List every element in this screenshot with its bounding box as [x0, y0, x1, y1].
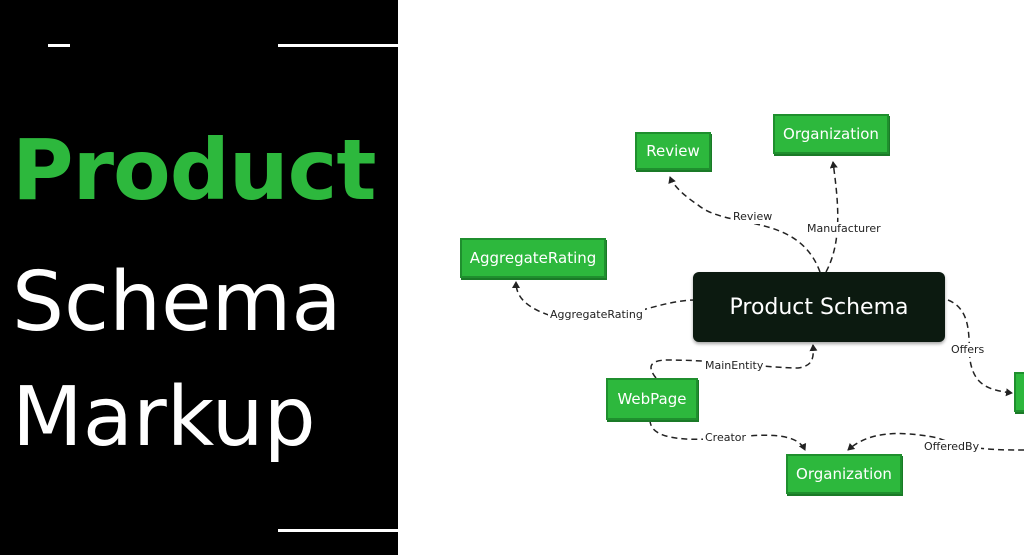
edge-label-review: Review: [731, 210, 775, 224]
edge-review: [668, 176, 821, 273]
edge-offered-by: [847, 432, 1024, 451]
edge-offers: [947, 299, 1013, 397]
edge-label-offers: Offers: [949, 343, 987, 357]
top-left-dash: [48, 44, 70, 47]
edge-label-aggregate-rating: AggregateRating: [548, 308, 645, 322]
bottom-rule: [278, 529, 398, 532]
node-webpage: WebPage: [606, 378, 698, 420]
edge-label-creator: Creator: [703, 431, 749, 445]
diagram-panel: Review Organization AggregateRating Prod…: [398, 0, 1024, 555]
edge-manufacturer: [825, 161, 839, 273]
node-review: Review: [635, 132, 711, 170]
title-line-product: Product: [12, 121, 377, 219]
node-product-schema: Product Schema: [693, 272, 945, 342]
title-line-schema: Schema: [12, 255, 342, 350]
edge-label-main-entity: MainEntity: [703, 359, 766, 373]
edge-aggregate-rating: [512, 281, 697, 322]
title-line-markup: Markup: [12, 370, 316, 465]
edge-label-offered-by: OfferedBy: [922, 440, 982, 454]
node-offer-partial: [1014, 372, 1024, 412]
edge-label-manufacturer: Manufacturer: [805, 222, 883, 236]
top-right-rule: [278, 44, 398, 47]
node-organization-bottom: Organization: [786, 454, 902, 494]
title-panel: Product Schema Markup: [0, 0, 398, 555]
node-organization-top: Organization: [773, 114, 889, 154]
node-aggregate-rating: AggregateRating: [460, 238, 606, 278]
